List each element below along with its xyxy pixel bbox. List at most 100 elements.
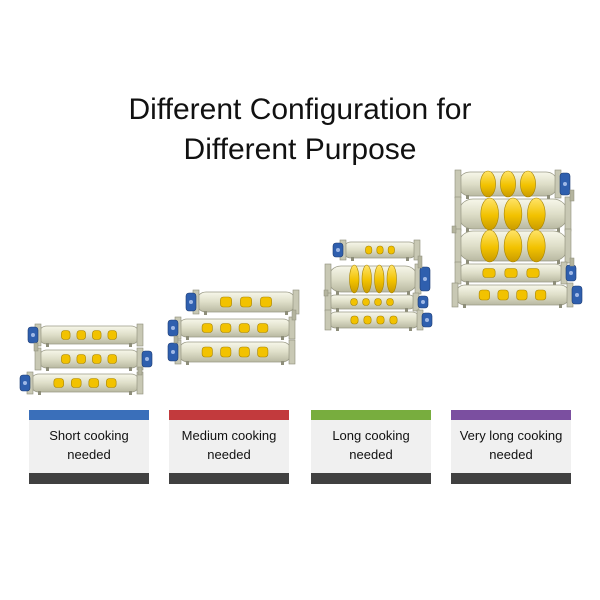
yellow-tank: [361, 264, 372, 294]
card-medium-bottom-bar: [169, 473, 289, 484]
connector-pipe: [323, 289, 329, 297]
machine-stack-long: [323, 239, 433, 331]
yellow-tank: [374, 298, 382, 306]
yellow-tank: [106, 378, 117, 388]
connector-pipe: [33, 342, 39, 352]
card-very-long-label: Very long cooking needed: [459, 428, 563, 462]
yellow-tank: [88, 378, 99, 388]
connector-pipe: [451, 225, 457, 234]
cooker-tube: [332, 239, 421, 261]
yellow-tank: [386, 298, 394, 306]
yellow-tank: [516, 289, 528, 301]
card-medium-color-bar: [169, 410, 289, 420]
yellow-tank: [503, 197, 523, 231]
connector-pipe: [569, 257, 575, 267]
card-medium-cooking: Medium cooking needed: [169, 410, 289, 484]
yellow-tank: [482, 268, 496, 278]
card-very-long-bottom-bar: [451, 473, 571, 484]
yellow-tank: [201, 323, 213, 333]
cooker-tube: [454, 228, 572, 264]
yellow-tank: [500, 170, 516, 198]
yellow-tank: [53, 378, 64, 388]
yellow-tank: [386, 264, 397, 294]
cooker-tube: [27, 323, 144, 347]
connector-pipe: [137, 366, 143, 376]
yellow-tank: [376, 315, 385, 325]
cooker-tube: [324, 309, 433, 331]
yellow-tank: [201, 346, 213, 358]
yellow-tank: [376, 245, 384, 255]
yellow-tank: [238, 323, 250, 333]
yellow-tank: [520, 170, 536, 198]
yellow-tank: [71, 378, 82, 388]
machine-stack-short: [19, 323, 153, 395]
yellow-tank: [527, 197, 546, 231]
card-long-color-bar: [311, 410, 431, 420]
yellow-tank: [240, 296, 252, 308]
yellow-tank: [61, 330, 71, 340]
yellow-tank: [107, 354, 117, 364]
yellow-tank: [480, 197, 499, 231]
page-title: Different Configuration for Different Pu…: [0, 90, 600, 170]
yellow-tank: [478, 289, 490, 301]
card-short-bottom-bar: [29, 473, 149, 484]
cooker-tube: [19, 371, 144, 395]
cooker-tube: [454, 196, 572, 232]
cooker-tube: [34, 347, 153, 371]
title-line-2: Different Purpose: [183, 133, 417, 166]
card-medium-label: Medium cooking needed: [181, 428, 277, 462]
yellow-tank: [362, 298, 370, 306]
yellow-tank: [387, 245, 395, 255]
cooker-tube: [454, 261, 577, 285]
yellow-tank: [257, 346, 269, 358]
yellow-tank: [61, 354, 71, 364]
yellow-tank: [363, 315, 372, 325]
yellow-tank: [349, 264, 360, 294]
yellow-tank: [535, 289, 547, 301]
cooker-tube: [324, 263, 431, 295]
cooker-tube: [167, 316, 296, 340]
card-short-cooking: Short cooking needed: [29, 410, 149, 484]
yellow-tank: [220, 296, 232, 308]
yellow-tank: [260, 296, 272, 308]
yellow-tank: [389, 315, 398, 325]
cooker-tube: [167, 339, 296, 365]
yellow-tank: [480, 170, 496, 198]
yellow-tank: [480, 229, 499, 263]
card-very-long-cooking: Very long cooking needed: [451, 410, 571, 484]
connector-pipe: [291, 309, 297, 321]
connector-pipe: [173, 335, 179, 344]
card-short-color-bar: [29, 410, 149, 420]
yellow-tank: [504, 268, 518, 278]
yellow-tank: [350, 298, 358, 306]
card-long-cooking: Long cooking needed: [311, 410, 431, 484]
cooker-tube: [451, 282, 583, 308]
machine-stack-very-long: [451, 169, 583, 308]
yellow-tank: [497, 289, 509, 301]
yellow-tank: [107, 330, 117, 340]
cooker-tube: [185, 289, 300, 315]
yellow-tank: [92, 330, 102, 340]
yellow-tank: [526, 268, 540, 278]
yellow-tank: [220, 346, 232, 358]
yellow-tank: [257, 323, 269, 333]
yellow-tank: [92, 354, 102, 364]
cooker-tube: [454, 169, 571, 199]
yellow-tank: [365, 245, 373, 255]
cooker-tube: [324, 292, 429, 312]
title-line-1: Different Configuration for: [128, 93, 472, 126]
yellow-tank: [76, 354, 86, 364]
connector-pipe: [569, 189, 575, 202]
card-short-label: Short cooking needed: [49, 428, 129, 462]
machine-stack-medium: [167, 289, 300, 365]
yellow-tank: [76, 330, 86, 340]
card-long-label: Long cooking needed: [332, 428, 410, 462]
yellow-tank: [503, 229, 523, 263]
yellow-tank: [527, 229, 546, 263]
yellow-tank: [220, 323, 232, 333]
yellow-tank: [350, 315, 359, 325]
yellow-tank: [238, 346, 250, 358]
card-very-long-color-bar: [451, 410, 571, 420]
yellow-tank: [374, 264, 385, 294]
